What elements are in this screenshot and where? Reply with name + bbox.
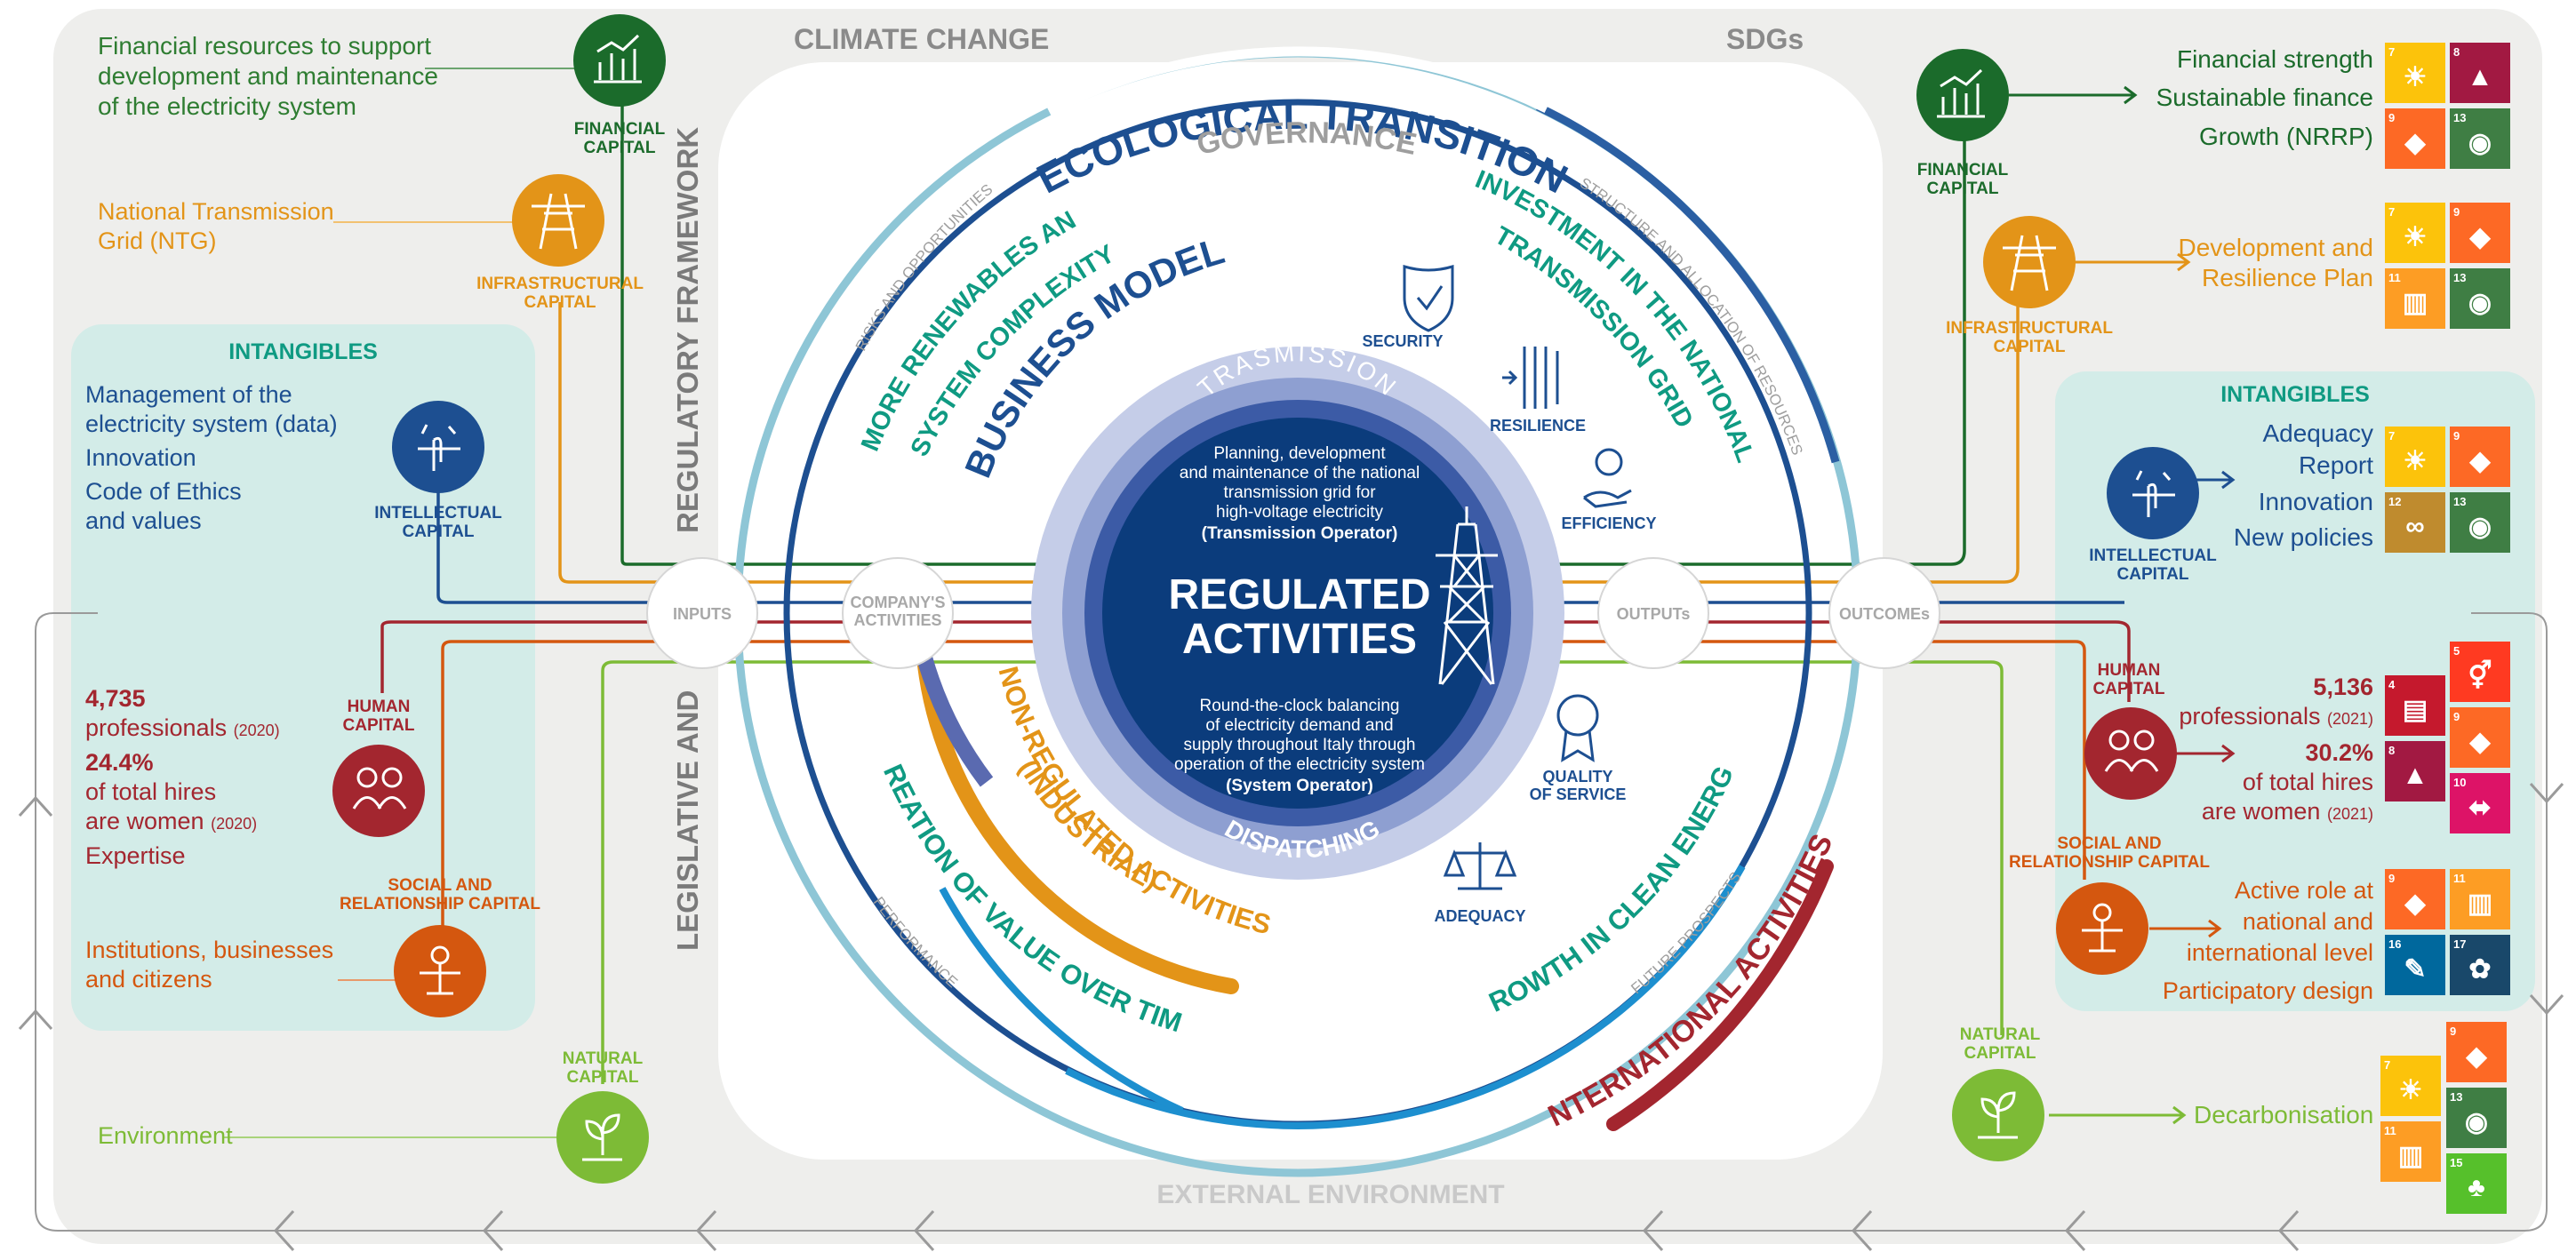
outputs-label: OUTPUTs (1617, 605, 1691, 623)
sdg-7-icon: 7☀ (2380, 1056, 2441, 1116)
efficiency-label: EFFICIENCY (1561, 514, 1656, 532)
sdg-13-icon: 13◉ (2450, 268, 2510, 329)
dispatch-desc-1: Round-the-clock balancing (1200, 697, 1400, 715)
sdg-4-icon: 4▤ (2385, 675, 2445, 736)
dispatch-desc-2: of electricity demand and (1205, 716, 1393, 735)
financial-resources-text: Financial resources to support developme… (98, 32, 438, 121)
intellectual-capital-icon (392, 401, 484, 493)
intellectual-capital-icon-right (2107, 447, 2199, 539)
sdg-8-icon: 8▲ (2385, 741, 2445, 801)
financial-outcomes-text: Financial strength Sustainable finance G… (2156, 45, 2373, 150)
shield-icon (1403, 264, 1454, 332)
climate-change-title: CLIMATE CHANGE (794, 23, 1049, 55)
financial-capital-icon (573, 14, 666, 107)
sdg-9-icon: 9◆ (2446, 1022, 2507, 1082)
adequacy-label: ADEQUACY (1434, 907, 1525, 925)
sdg-16-icon: 16✎ (2385, 935, 2445, 995)
sdg-9-icon: 9◆ (2385, 869, 2445, 929)
inputs-label: INPUTS (673, 605, 732, 623)
activities-label-1: COMPANY'S (851, 594, 946, 611)
adequacy-icon (1443, 842, 1517, 890)
sdg-13-icon: 13◉ (2450, 492, 2510, 553)
quality-label-1: QUALITY (1543, 768, 1613, 785)
outcomes-label: OUTCOMEs (1839, 605, 1930, 623)
human-capital-icon-right (2084, 707, 2177, 800)
resilience-icon (1502, 347, 1559, 409)
financial-capital-icon-right (1916, 49, 2009, 141)
transmission-desc-3: transmission grid for (1223, 483, 1376, 502)
human-capital-text: 4,735 professionals (2020) 24.4% of tota… (85, 685, 280, 869)
transmission-desc-2: and maintenance of the national (1180, 464, 1420, 482)
activities-label-2: ACTIVITIES (853, 611, 941, 629)
intellectual-outcomes-text: Adequacy Report Innovation New policies (2233, 419, 2373, 552)
sdg-8-icon: 8▲ (2450, 43, 2510, 103)
dispatch-desc-4: operation of the electricity system (1174, 755, 1425, 774)
sdg-13-icon: 13◉ (2446, 1088, 2507, 1148)
sdg-9-icon: 9◆ (2450, 707, 2510, 768)
sdg-7-icon: 7☀ (2385, 203, 2445, 263)
social-outcomes-text: Active role at national and internationa… (2162, 877, 2373, 1005)
resilience-label: RESILIENCE (1490, 417, 1586, 435)
regulated-label-2: ACTIVITIES (1182, 616, 1417, 663)
decarbonisation-text: Decarbonisation (2194, 1101, 2374, 1128)
transmission-role: (Transmission Operator) (1202, 524, 1398, 543)
sdg-13-icon: 13◉ (2450, 108, 2510, 169)
dispatch-desc-3: supply throughout Italy through (1184, 736, 1416, 754)
sdg-11-icon: 11▥ (2380, 1121, 2441, 1182)
transmission-desc-1: Planning, development (1213, 444, 1386, 463)
sdg-9-icon: 9◆ (2450, 203, 2510, 263)
sdg-11-icon: 11▥ (2385, 268, 2445, 329)
sdg-9-icon: 9◆ (2385, 108, 2445, 169)
sdg-11-icon: 11▥ (2450, 869, 2510, 929)
regulatory-framework-label: REGULATORY FRAMEWORK (671, 127, 704, 533)
human-outcomes-text: 5,136 professionals (2021) 30.2% of tota… (2179, 674, 2373, 825)
sdg-10-icon: 10⬌ (2450, 773, 2510, 833)
quality-icon (1556, 694, 1599, 737)
quality-label-2: OF SERVICE (1530, 785, 1627, 803)
sdg-7-icon: 7☀ (2385, 43, 2445, 103)
legislative-label: LEGISLATIVE AND (671, 690, 704, 951)
environment-text: Environment (98, 1122, 233, 1149)
sdg-15-icon: 15♣ (2446, 1153, 2507, 1214)
intangibles-title-left: INTANGIBLES (228, 339, 378, 364)
regulated-label-1: REGULATED (1168, 571, 1430, 618)
intellectual-text: Management of the electricity system (da… (85, 381, 338, 534)
efficiency-icon (1583, 489, 1632, 508)
human-capital-icon (332, 745, 425, 837)
sdg-7-icon: 7☀ (2385, 427, 2445, 487)
sdg-12-icon: 12∞ (2385, 492, 2445, 553)
sdgs-title: SDGs (1726, 23, 1804, 55)
intangibles-title-right: INTANGIBLES (2220, 382, 2370, 407)
infrastructural-capital-icon-right (1983, 216, 2076, 308)
pylon-icon (1436, 506, 1498, 685)
sdg-17-icon: 17✿ (2450, 935, 2510, 995)
transmission-desc-4: high-voltage electricity (1216, 503, 1383, 522)
sdg-9-icon: 9◆ (2450, 427, 2510, 487)
external-environment-title: EXTERNAL ENVIRONMENT (1156, 1180, 1504, 1209)
infrastructural-capital-icon (512, 174, 604, 267)
sdg-5-icon: 5⚥ (2450, 642, 2510, 702)
security-label: SECURITY (1362, 332, 1443, 350)
dispatch-role: (System Operator) (1226, 777, 1373, 795)
